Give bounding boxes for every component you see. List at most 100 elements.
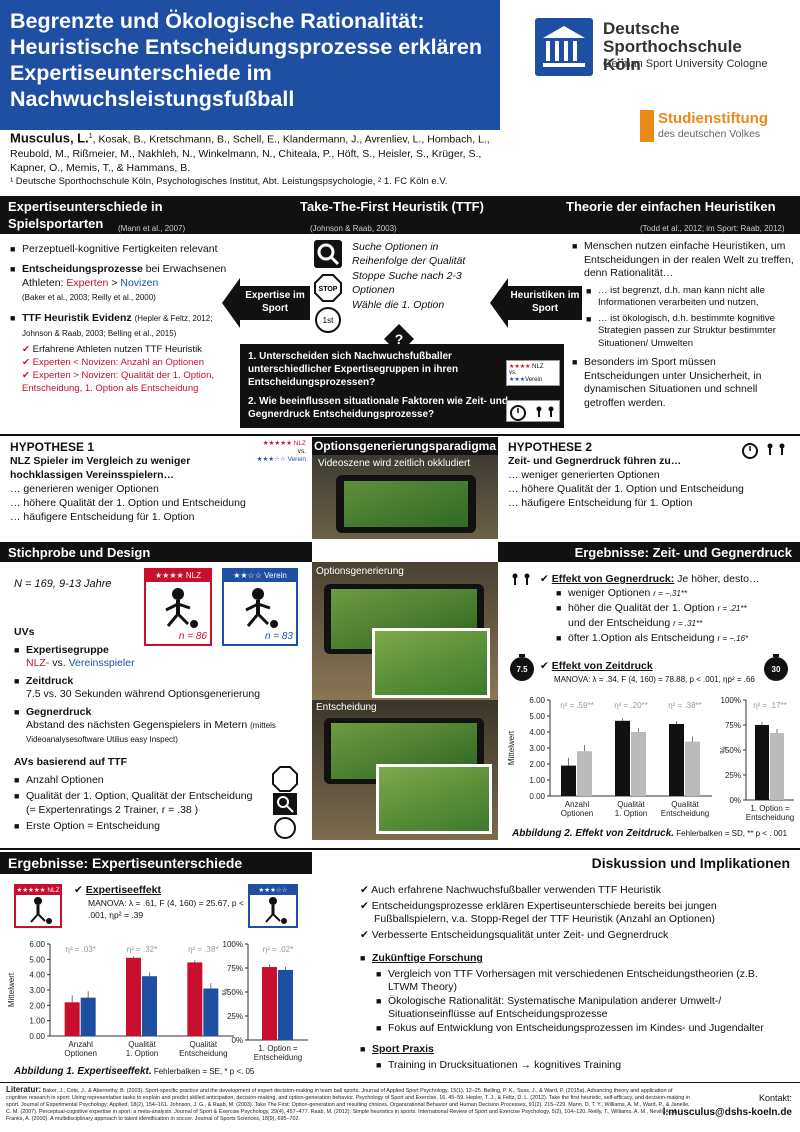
- y-tick-label: 3.00: [29, 986, 45, 995]
- tablet-frame: [336, 475, 476, 533]
- bar-75: [669, 724, 684, 796]
- bar-verein: [278, 969, 293, 1040]
- studienstiftung-logo: Studienstiftung des deutschen Volkes: [640, 108, 800, 148]
- stopwatch-30-text: 30: [772, 665, 781, 674]
- effect-size-label: η² = .32*: [127, 945, 157, 954]
- studienstiftung-name: Studienstiftung: [658, 110, 768, 127]
- expertise-column: Perzeptuell-kognitive Fertigkeiten relev…: [10, 242, 240, 395]
- uv-opponent-text: Abstand des nächsten Gegenspielers in Me…: [26, 719, 248, 731]
- section1-header: Expertiseunterschiede in Spielsportarten…: [0, 196, 800, 234]
- literature: Literatur: Baker, J., Cote, J., & Aberne…: [6, 1086, 692, 1132]
- opponent-effect-text: Je höher, desto…: [674, 573, 760, 585]
- bar-verein: [80, 997, 96, 1036]
- bar-nlz: [187, 962, 203, 1036]
- first-medal-icon: 1st: [314, 306, 342, 334]
- category-label: Anzahl: [68, 1040, 93, 1049]
- fig1-right-chart: 0%25%50%75%100%%η² = .02*1. Option =Ents…: [221, 940, 308, 1062]
- heuristics-column: Menschen nutzen einfache Heuristiken, um…: [572, 240, 794, 410]
- y-tick-label: 1.00: [529, 776, 545, 785]
- uv-expertise: Expertisegruppe NLZ- vs. Vereinsspieler: [14, 644, 304, 671]
- football-pitch-image: [344, 481, 468, 527]
- check-text-1: Erfahrene Athleten nutzen TTF Heuristik: [32, 344, 202, 355]
- poster-title: Begrenzte und Ökologische Rationalität: …: [10, 9, 482, 111]
- category-label: 1. Option: [615, 809, 647, 818]
- lead-author: Musculus, L.: [10, 130, 89, 146]
- y-tick-label: 0%: [231, 1036, 243, 1045]
- check-icon: ✔: [22, 344, 30, 355]
- nlz-tag: ★★★★★ NLZ: [262, 440, 306, 447]
- check-text-2: Experten < Novizen: Anzahl an Optionen: [32, 357, 204, 368]
- check-item-3: ✔ Experten > Novizen: Qualität der 1. Op…: [22, 369, 240, 395]
- category-label: Entscheidung: [254, 1053, 302, 1062]
- check-item-2: ✔ Experten < Novizen: Anzahl an Optionen: [22, 356, 240, 369]
- bar-75: [615, 720, 630, 796]
- arrow-expertise: Expertise im Sport: [222, 278, 310, 328]
- ttf-steps: Suche Optionen in Reihenfolge der Qualit…: [352, 241, 490, 313]
- term-experts: Experten: [66, 277, 109, 289]
- verein-badge-label: ★★★☆☆ Verein: [250, 886, 296, 903]
- verein-badge: ★★★☆☆ Verein: [248, 884, 298, 928]
- y-tick-label: 2.00: [529, 760, 545, 769]
- dshs-logo-name: Deutsche Sporthochschule Köln: [603, 19, 742, 74]
- uv-opponent-title: Gegnerdruck: [26, 705, 92, 718]
- decision-caption: Entscheidung: [316, 702, 377, 713]
- future-1: Vergleich von TTF Vorhersagen mit versch…: [376, 968, 790, 995]
- discussion-1: ✔ Auch erfahrene Nachwuchsfußballer verw…: [360, 884, 790, 898]
- bar-30: [577, 751, 592, 796]
- time-effect-stats: MANOVA: λ = .34, F (4, 160) = 78.88, p <…: [554, 675, 755, 684]
- option-generation-image: Optionsgenerierung: [312, 562, 498, 710]
- uv-verein-text: Vereinsspieler: [68, 657, 135, 669]
- bar-30: [770, 733, 784, 800]
- av-options: Anzahl Optionen: [14, 774, 264, 788]
- y-tick-label: 5.00: [29, 955, 45, 964]
- hypothesis-1-line-1: … generieren weniger Optionen: [10, 483, 159, 495]
- text-adult-athletes: bei Erwachsenen Athleten:: [22, 263, 227, 289]
- term-decision-processes: Entscheidungsprozesse: [22, 263, 143, 275]
- uv-expertise-title: Expertisegruppe: [26, 643, 109, 656]
- category-label: Anzahl: [565, 800, 590, 809]
- discussion-1-text: Auch erfahrene Nachwuchsfußballer verwen…: [371, 884, 662, 896]
- verein-n: n = 83: [264, 631, 293, 642]
- search-icon: [314, 240, 342, 268]
- stop-search-medal-icon: [272, 766, 298, 839]
- verein-card-label: ★★☆☆ Verein: [224, 570, 296, 582]
- sport-practice: Sport Praxis: [360, 1043, 790, 1057]
- stopwatch-players-icon: [740, 440, 794, 460]
- stopwatch-players-icon: [506, 400, 560, 422]
- category-label: Entscheidung: [661, 809, 709, 818]
- category-label: Qualität: [671, 800, 699, 809]
- check-icon: ✔: [74, 884, 83, 896]
- y-tick-label: 100%: [223, 940, 243, 949]
- ttf-step-choose: Wähle die 1. Option: [352, 299, 445, 311]
- future-3: Fokus auf Entwicklung von Entscheidungsp…: [376, 1022, 790, 1036]
- bullet-simple-heuristics: Menschen nutzen einfache Heuristiken, um…: [572, 240, 794, 281]
- hypothesis-2-line-1: … weniger generierten Optionen: [508, 469, 660, 481]
- fig1-caption-line: Abbildung 1. Expertiseeffekt. Fehlerbalk…: [14, 1066, 312, 1077]
- term-novices: Novizen: [120, 277, 159, 289]
- two-players-icon: [510, 572, 534, 588]
- fig1-left-chart: 0.001.002.003.004.005.006.00Mittelwertη²…: [7, 940, 234, 1058]
- nlz-badge: ★★★★★ NLZ: [14, 884, 62, 928]
- y-axis-label: %: [221, 988, 230, 995]
- bar-verein: [142, 976, 157, 1036]
- discussion-2-text: Entscheidungsprozesse erklären Expertise…: [371, 899, 717, 926]
- discussion-2: ✔ Entscheidungsprozesse erklären Experti…: [360, 900, 790, 927]
- check-icon: ✔: [22, 370, 30, 381]
- fig2-right-chart: 0%25%50%75%100%%η² = .17**1. Option =Ent…: [719, 696, 794, 822]
- arrow-expertise-label: Expertise im Sport: [245, 290, 305, 314]
- opponent-result-4-r: r = −.16*: [717, 634, 749, 643]
- opponent-result-2: höher die Qualität der 1. Option r = .21…: [556, 601, 794, 631]
- section-title-expertise-results: Ergebnisse: Expertiseunterschiede: [8, 855, 243, 871]
- future-research: Zukünftige Forschung: [360, 952, 790, 966]
- expertise-effect: ✔ Expertiseeffekt MANOVA: λ = .61, F (4,…: [74, 884, 244, 922]
- y-tick-label: 0.00: [529, 792, 545, 801]
- y-tick-label: 1.00: [29, 1017, 45, 1026]
- effect-size-label: η² = .02*: [263, 945, 293, 954]
- effect-size-label: η² = .59**: [560, 701, 594, 710]
- arrow-heuristics-label: Heuristiken im Sport: [510, 290, 580, 314]
- co-authors: Kosak, B., Kretschmann, B., Schell, E., …: [10, 133, 490, 174]
- category-label: 1. Option: [126, 1049, 158, 1058]
- opponent-result-1-text: weniger Optionen: [568, 587, 651, 599]
- practice-1: Training in Drucksituationen → kognitive…: [376, 1059, 790, 1073]
